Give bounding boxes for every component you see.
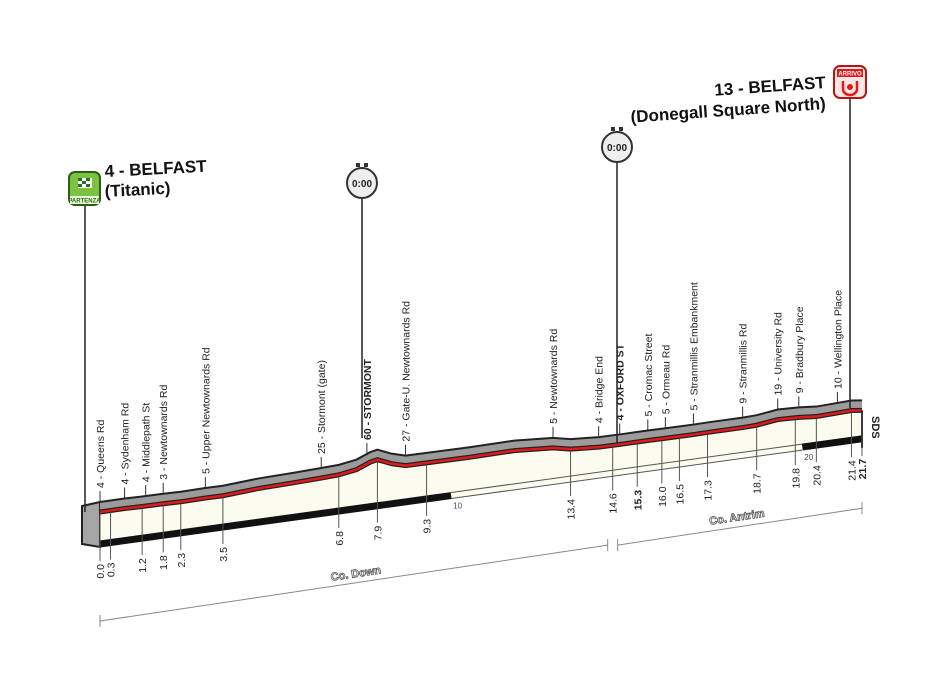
distance-bar-10-20-bottom — [451, 449, 803, 500]
start-title: 4 - BELFAST — [104, 157, 207, 181]
km-label: 15.3 — [632, 490, 644, 511]
place-label: 4 - Queens Rd — [95, 420, 107, 488]
profile-front-face — [100, 410, 862, 547]
km-label: 13.4 — [566, 499, 578, 520]
place-label: 27 - Gate-U. Newtownards Rd — [401, 301, 413, 442]
stopwatch-icon — [346, 163, 378, 199]
distance-mark-label: 20 — [804, 453, 813, 462]
timer-text: 0:00 — [352, 179, 372, 190]
km-label: 18.7 — [752, 473, 764, 494]
place-label: 9 - Stranmillis Rd — [738, 323, 750, 403]
profile-layer: 10 20 — [81, 399, 863, 549]
place-label: 10 - Wellington Place — [832, 290, 844, 389]
region-line — [99, 544, 608, 622]
distance-bar-20-end — [801, 435, 863, 451]
place-label: 4 - Sydenham Rd — [120, 403, 132, 485]
km-label: 0.0 — [95, 564, 107, 579]
profile-top-outline — [99, 399, 863, 503]
finish-badge-text: ARRIVO — [838, 72, 862, 78]
distance-bar-10-20-top — [451, 443, 803, 494]
start-flag-icon: PARTENZA — [68, 171, 101, 206]
place-label: 9 - Bradbury Place — [794, 306, 806, 393]
labels-layer: 4 - Queens Rd 4 - Sydenham Rd 4 - Middlepa… — [95, 282, 869, 579]
start-badge-text: PARTENZA — [68, 199, 101, 205]
km-label: 2.3 — [176, 553, 188, 568]
km-label: 17.3 — [702, 480, 714, 501]
finish-flag-icon: ARRIVO — [833, 65, 867, 99]
place-label: 4 - Middlepath St — [141, 403, 153, 482]
km-label: 3.5 — [218, 547, 230, 562]
timer-text: 0:00 — [607, 143, 627, 154]
place-label: 5 - Ormeau Rd — [660, 345, 672, 415]
km-label: 7.9 — [372, 526, 384, 541]
place-label: 5 - Cromac Street — [643, 334, 655, 417]
km-label: 16.5 — [674, 484, 686, 505]
km-label: 0.3 — [106, 562, 118, 577]
distance-bar-0-10 — [99, 492, 452, 548]
route-line — [99, 409, 863, 514]
finish-subtitle: (Donegall Square North) — [630, 94, 826, 127]
km-label: 21.7 — [857, 459, 869, 480]
km-label: 19.8 — [790, 468, 802, 489]
km-label: 16.0 — [657, 486, 669, 507]
region-label: Co. Antrim — [708, 508, 765, 528]
place-label: 5 - Newtownards Rd — [548, 329, 560, 424]
place-label: 5 - Upper Newtownards Rd — [200, 347, 212, 474]
start-marker: PARTENZA 4 - BELFAST (Titanic) — [68, 157, 208, 512]
place-label: 19 - University Rd — [773, 312, 785, 396]
sds-label: SDS — [869, 416, 881, 439]
km-label: 9.3 — [422, 519, 434, 534]
place-label: 3 - Newtownards Rd — [158, 385, 170, 480]
place-label: 25 - Stormont (gate) — [316, 360, 328, 454]
km-label: 14.6 — [608, 493, 620, 514]
place-label: 4 - Bridge End — [594, 356, 606, 423]
distance-mark-label: 10 — [453, 502, 462, 511]
stopwatch-icon — [601, 127, 633, 163]
km-label: 20.4 — [811, 465, 823, 486]
start-subtitle: (Titanic) — [104, 179, 171, 201]
km-label: 1.2 — [137, 558, 149, 573]
region-label: Co. Down — [330, 564, 382, 583]
intermediate-timer-2: 0:00 — [601, 127, 633, 443]
km-label: 21.4 — [846, 460, 858, 481]
km-label: 1.8 — [158, 555, 170, 570]
place-label: 5 - Stranmillis Embankment — [688, 282, 700, 410]
km-label: 6.8 — [334, 531, 346, 546]
intermediate-timer-1: 0:00 — [346, 163, 378, 438]
place-label: 60 - STORMONT — [362, 358, 374, 439]
region-line — [617, 507, 863, 546]
